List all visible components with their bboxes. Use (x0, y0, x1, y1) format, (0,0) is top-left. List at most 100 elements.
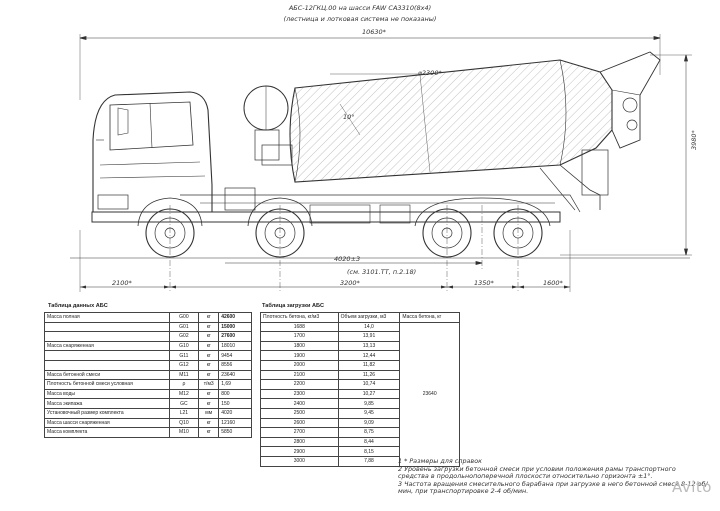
drum-diameter-label: ⌀2300* (418, 69, 442, 77)
rear-support (559, 164, 601, 210)
drawing-title: АБС-12ГКЦ.00 на шасси FAW CA3310(8х4) (288, 4, 432, 12)
table-cell-volume: 9,09 (337, 417, 401, 429)
table-cell-density: 2400 (260, 398, 339, 409)
table-cell-name (44, 350, 170, 361)
table-cell-volume: 7,88 (337, 455, 401, 467)
table-cell-unit: кг (198, 359, 220, 371)
table-cell-unit: кг (198, 340, 220, 352)
table-cell-name: Масса снаряженная (44, 340, 170, 352)
table-cell-volume: 13,13 (337, 340, 401, 352)
cab (92, 91, 213, 213)
table-cell-volume: 13,91 (337, 331, 401, 342)
load-table: Плотность бетона, кг/м3 Объем загрузки, … (260, 312, 460, 467)
table-cell-code: G10 (168, 340, 200, 352)
table-cell-volume: 8,75 (337, 427, 401, 438)
table-cell-unit: кг (198, 350, 220, 361)
table-cell-density: 1688 (260, 321, 339, 333)
front-overhang-label: 2100* (112, 279, 132, 287)
table-cell-density: 1800 (260, 340, 339, 352)
mixer-drum (289, 59, 613, 183)
table-cell-name: Масса экипажа (44, 398, 170, 409)
table-cell-value: 42600 (218, 312, 252, 323)
table-cell-density: 2300 (260, 388, 339, 400)
table-cell-unit: кг (198, 398, 220, 409)
table-cell-density: 2000 (260, 359, 339, 371)
col-volume: Объем загрузки, м3 (337, 312, 401, 323)
table-cell-code: G01 (168, 321, 200, 333)
table-cell-unit: т/м3 (198, 379, 220, 390)
table-cell-value: 15000 (218, 321, 252, 333)
table-cell-value: 8556 (218, 359, 252, 371)
notes: 1 * Размеры для справок 2 Уровень загруз… (398, 457, 708, 496)
table-cell-value: 18010 (218, 340, 252, 352)
table-cell-value: 27600 (218, 331, 252, 342)
table-cell-density: 3000 (260, 455, 339, 467)
table-cell-name: Масса бетонной смеси (44, 369, 170, 381)
table-cell-density: 1700 (260, 331, 339, 342)
table-cell-code: GC (168, 398, 200, 409)
table-cell-value: 5850 (218, 427, 252, 438)
table-cell-volume: 10,27 (337, 388, 401, 400)
truck-drawing (70, 34, 692, 292)
table-cell-volume: 14,0 (337, 321, 401, 333)
table-cell-code: G02 (168, 331, 200, 342)
table-cell-volume: 9,85 (337, 398, 401, 409)
table-cell-density: 2200 (260, 379, 339, 390)
table-cell-volume: 11,26 (337, 369, 401, 381)
table-cell-name: Установочный размер комплекта (44, 407, 170, 419)
table-cell-volume: 10,74 (337, 379, 401, 390)
note-3: 3 Частота вращения смесительного барабан… (398, 479, 708, 496)
table-cell-value: 23640 (218, 369, 252, 381)
table-cell-name: Масса шасси снаряженная (44, 417, 170, 429)
table-cell-volume: 8,44 (337, 436, 401, 448)
table-cell-value: 12160 (218, 417, 252, 429)
table-cell-value: 150 (218, 398, 252, 409)
wheelbase-note: (см. 3101.ТТ, п.2.18) (347, 268, 417, 276)
table-cell-unit: кг (198, 388, 220, 400)
table-cell-value: 1,69 (218, 379, 252, 390)
table-cell-density: 1900 (260, 350, 339, 361)
table-cell-name: Масса комплекта (44, 427, 170, 438)
table-cell-unit: кг (198, 331, 220, 342)
drum-angle-label: 10° (343, 113, 355, 121)
axle-span-1-label: 3200* (340, 279, 360, 287)
rear-overhang-label: 1600* (543, 279, 563, 287)
drawing-subtitle: (лестница и лотковая система не показаны… (283, 15, 437, 23)
table-cell-code: G12 (168, 359, 200, 371)
table-cell-code: L21 (168, 407, 200, 419)
table-cell-unit: кг (198, 427, 220, 438)
col-density: Плотность бетона, кг/м3 (260, 312, 339, 323)
table1-caption: Таблица данных АБС (48, 303, 108, 309)
table-cell-density: 2100 (260, 369, 339, 381)
height-label: 3980* (690, 130, 698, 150)
table-cell-code: M12 (168, 388, 200, 400)
table-cell-unit: мм (198, 407, 220, 419)
table-cell-name (44, 359, 170, 371)
table-cell-density: 2900 (260, 446, 339, 457)
table-cell-value: 800 (218, 388, 252, 400)
table-cell-code: ρ (168, 379, 200, 390)
table-cell-unit: кг (198, 417, 220, 429)
table-cell-code: M11 (168, 369, 200, 381)
table-cell-unit: кг (198, 312, 220, 323)
table-cell-volume: 12,44 (337, 350, 401, 361)
note-2: 2 Уровень загрузки бетонной смеси при ус… (398, 464, 676, 481)
col-mass: Масса бетона, кг (399, 312, 460, 323)
table-cell-volume: 9,45 (337, 407, 401, 419)
table-cell-value: 9454 (218, 350, 252, 361)
table-cell-density: 2800 (260, 436, 339, 448)
